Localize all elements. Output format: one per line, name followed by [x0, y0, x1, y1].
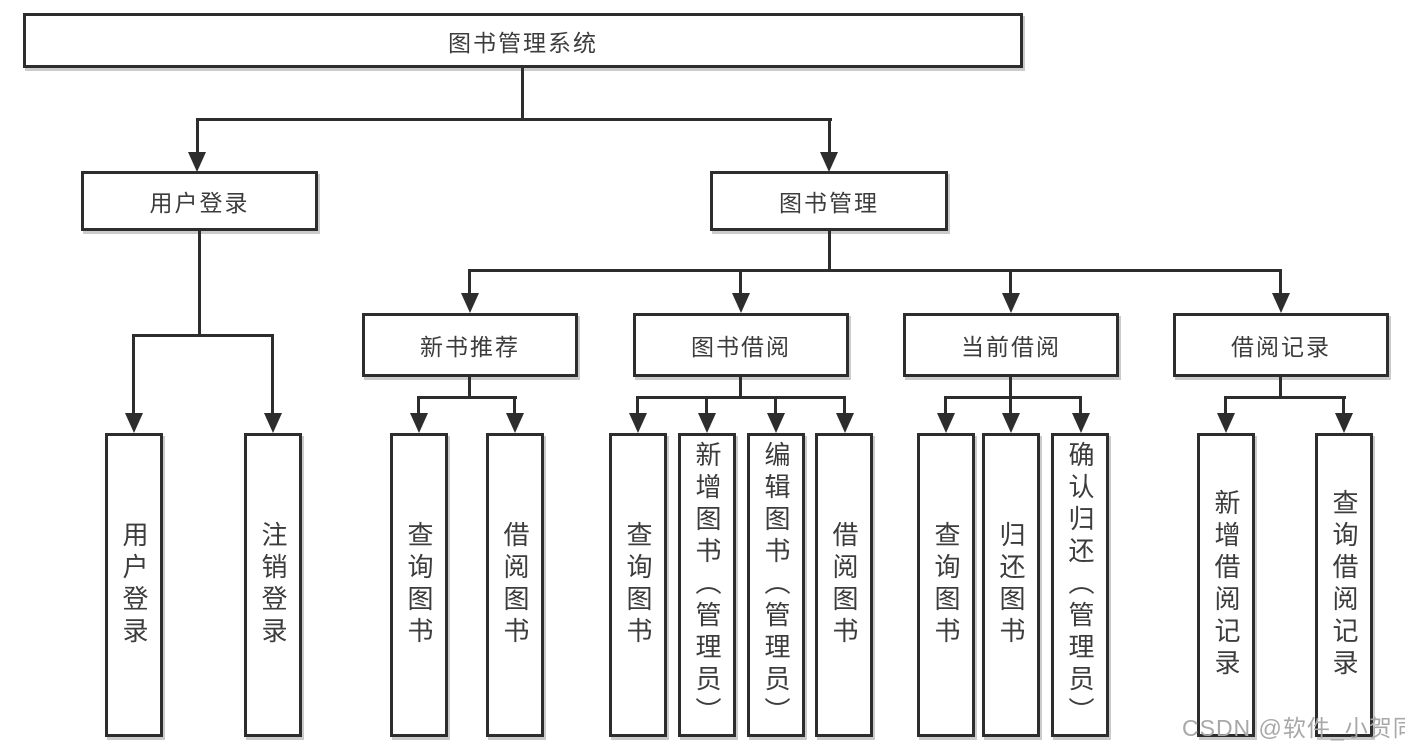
connector-user-login-rail [132, 334, 274, 337]
connector-root-stem [521, 66, 524, 121]
leaf-borrow-books: 借阅图书 [815, 433, 873, 737]
connector-to-leaf [417, 396, 420, 417]
leaf-borrow-books-recommend: 借阅图书 [486, 433, 544, 737]
arrow-down-icon [264, 413, 282, 433]
arrow-down-icon [506, 413, 524, 433]
connector-stem [739, 377, 742, 399]
node-label: 图书借阅 [691, 334, 791, 360]
arrow-down-icon [629, 413, 647, 433]
connector-rail [417, 396, 517, 399]
connector-stem [1279, 377, 1282, 399]
leaf-label: 注销登录 [258, 521, 288, 649]
node-label: 图书管理系统 [448, 29, 598, 56]
leaf-return-books: 归还图书 [982, 433, 1040, 737]
arrow-down-icon [125, 413, 143, 433]
leaf-user-login: 用户登录 [105, 433, 163, 737]
connector-to-leaf [1224, 396, 1227, 417]
connector-user-login-stem [198, 229, 201, 337]
leaf-label: 查询借阅记录 [1329, 489, 1359, 681]
connector-level3-rail [468, 269, 1282, 272]
node-label: 图书管理 [779, 190, 879, 216]
node-label: 用户登录 [149, 190, 250, 216]
leaf-logout: 注销登录 [244, 433, 302, 737]
node-current-borrowing: 当前借阅 [903, 313, 1119, 377]
node-book-borrowing: 图书借阅 [633, 313, 849, 377]
arrow-down-icon [461, 293, 479, 313]
arrow-down-icon [820, 152, 838, 172]
node-user-login: 用户登录 [81, 171, 318, 231]
arrow-down-icon [188, 152, 206, 172]
leaf-edit-books-admin: 编辑图书（管理员） [747, 433, 805, 737]
connector-book-mgmt-stem [828, 229, 831, 272]
connector-to-new-book [468, 269, 471, 296]
connector-to-leaf [1079, 396, 1082, 417]
connector-to-leaf [513, 396, 516, 417]
node-label: 新书推荐 [420, 334, 520, 360]
leaf-label: 新增图书（管理员） [692, 441, 722, 729]
leaf-label: 归还图书 [996, 521, 1026, 649]
arrow-down-icon [1072, 413, 1090, 433]
connector-to-user-login [196, 118, 199, 154]
connector-to-leaf [944, 396, 947, 417]
connector-to-leaf [271, 334, 274, 416]
connector-rail [1224, 396, 1346, 399]
node-new-book-recommendation: 新书推荐 [362, 313, 578, 377]
leaf-label: 查询图书 [404, 521, 434, 649]
connector-stem [1009, 377, 1012, 399]
leaf-add-books-admin: 新增图书（管理员） [678, 433, 736, 737]
connector-to-leaf [843, 396, 846, 417]
leaf-add-borrow-record: 新增借阅记录 [1197, 433, 1255, 737]
arrow-down-icon [1002, 293, 1020, 313]
arrow-down-icon [698, 413, 716, 433]
arrow-down-icon [767, 413, 785, 433]
arrow-down-icon [1002, 413, 1020, 433]
leaf-label: 确认归还（管理员） [1065, 441, 1095, 729]
connector-to-leaf [636, 396, 639, 417]
node-book-management: 图书管理 [710, 171, 948, 231]
csdn-watermark: CSDN @软件_小贺同学 [1182, 715, 1405, 741]
connector-rail [636, 396, 846, 399]
leaf-confirm-return-admin: 确认归还（管理员） [1051, 433, 1109, 737]
connector-to-book-borrow [739, 269, 742, 296]
node-library-management-system: 图书管理系统 [23, 13, 1023, 68]
arrow-down-icon [1272, 293, 1290, 313]
leaf-label: 借阅图书 [500, 521, 530, 649]
arrow-down-icon [732, 293, 750, 313]
connector-rail [944, 396, 1082, 399]
node-label: 借阅记录 [1231, 334, 1331, 360]
connector-to-leaf [1009, 396, 1012, 417]
leaf-query-books-borrow: 查询图书 [609, 433, 667, 737]
arrow-down-icon [937, 413, 955, 433]
node-label: 当前借阅 [961, 334, 1061, 360]
leaf-query-books-recommend: 查询图书 [390, 433, 448, 737]
arrow-down-icon [836, 413, 854, 433]
leaf-query-books-current: 查询图书 [917, 433, 975, 737]
connector-stem [468, 377, 471, 399]
connector-to-current-borrow [1009, 269, 1012, 296]
arrow-down-icon [1335, 413, 1353, 433]
connector-to-borrow-records [1279, 269, 1282, 296]
connector-to-leaf [1342, 396, 1345, 417]
connector-level2-rail [196, 118, 832, 121]
arrow-down-icon [410, 413, 428, 433]
arrow-down-icon [1217, 413, 1235, 433]
connector-to-book-management [828, 118, 831, 154]
leaf-label: 编辑图书（管理员） [761, 441, 791, 729]
leaf-label: 查询图书 [623, 521, 653, 649]
leaf-label: 查询图书 [931, 521, 961, 649]
leaf-label: 用户登录 [119, 521, 149, 649]
connector-to-leaf [774, 396, 777, 417]
connector-to-leaf [705, 396, 708, 417]
leaf-query-borrow-record: 查询借阅记录 [1315, 433, 1373, 737]
leaf-label: 借阅图书 [829, 521, 859, 649]
node-borrowing-records: 借阅记录 [1173, 313, 1389, 377]
connector-to-leaf [132, 334, 135, 416]
leaf-label: 新增借阅记录 [1211, 489, 1241, 681]
